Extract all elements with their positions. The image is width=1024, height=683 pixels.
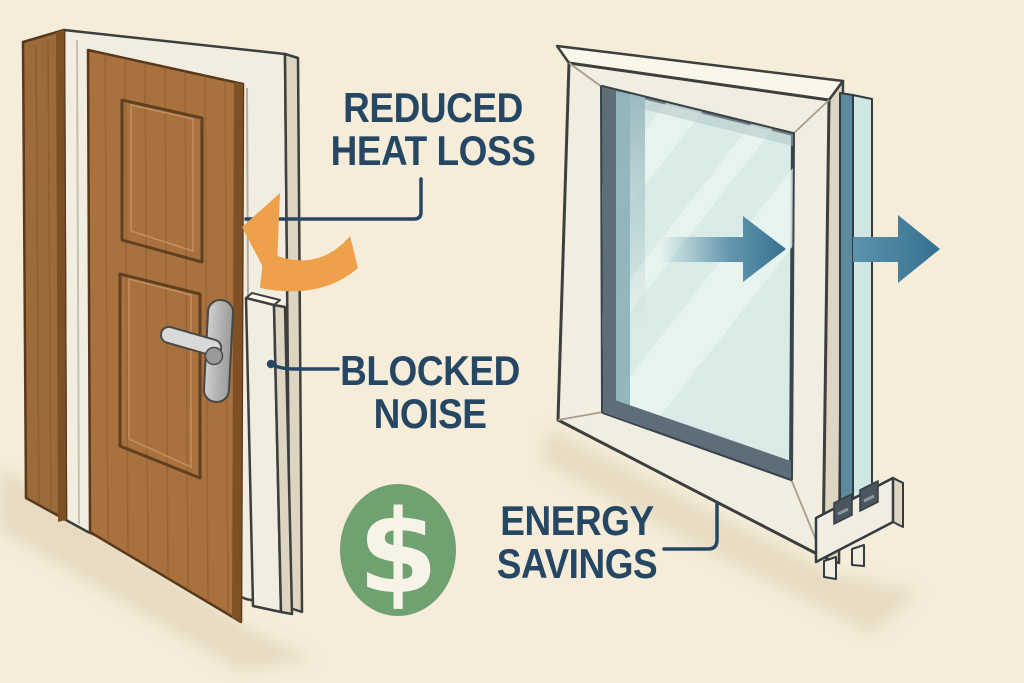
airflow-arrow-inner-icon (660, 216, 786, 282)
door-side-slab (21, 28, 68, 522)
frame-cross-section (814, 476, 904, 580)
glazing-panes (839, 92, 873, 513)
weatherstrip-seal (244, 292, 294, 616)
door-panel-lower (118, 272, 202, 480)
door-panel-upper (120, 98, 204, 264)
airflow-arrow-outer-icon (853, 215, 940, 283)
savings-connector (662, 502, 719, 551)
label-line: HEAT LOSS (330, 127, 536, 174)
heat-loss-connector (244, 177, 423, 221)
heat-arrow-icon (242, 193, 358, 292)
label-blocked-noise: BLOCKED NOISE (340, 349, 520, 435)
dollar-icon: $ (358, 486, 438, 620)
label-line: REDUCED (343, 84, 523, 131)
label-reduced-heat-loss: REDUCED HEAT LOSS (331, 86, 536, 172)
connector-lines (244, 177, 719, 551)
noise-connector (266, 359, 340, 371)
savings-dollar-badge: $ (340, 484, 456, 620)
window-illustration (555, 44, 940, 580)
label-line: BLOCKED (340, 347, 520, 394)
door-handle (159, 299, 235, 403)
label-energy-savings: ENERGY SAVINGS (497, 499, 658, 585)
door-illustration (21, 28, 304, 624)
label-line: SAVINGS (496, 540, 658, 587)
label-line: ENERGY (500, 497, 654, 544)
label-line: NOISE (373, 390, 487, 437)
